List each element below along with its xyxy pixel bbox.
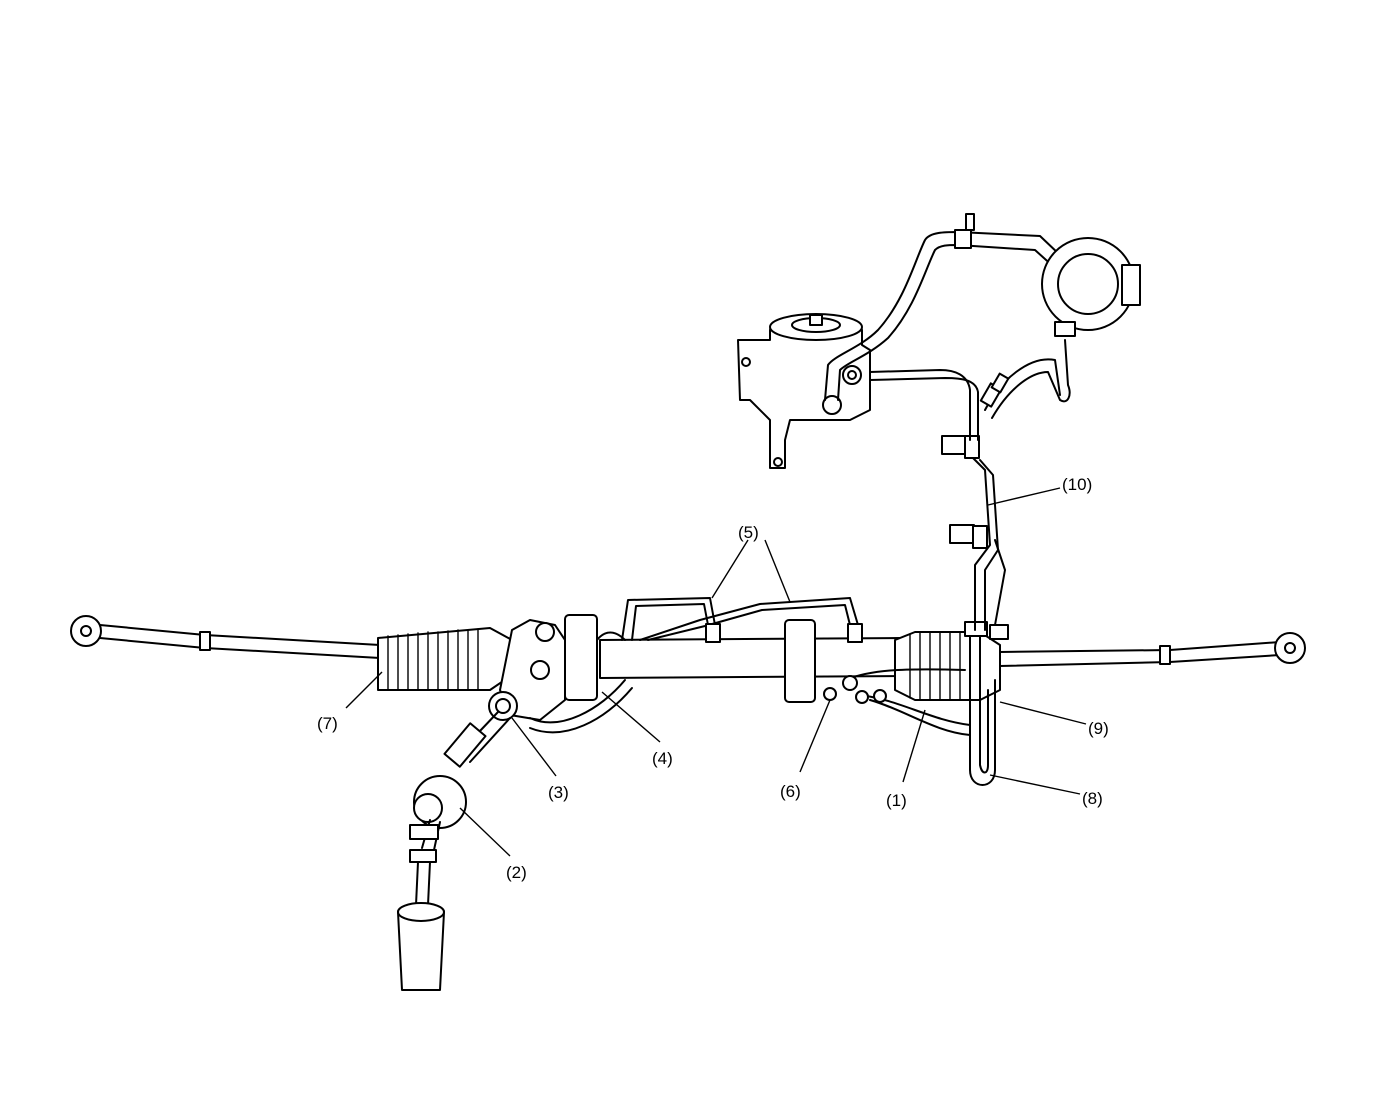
leader-2 — [459, 807, 511, 857]
callout-7: (7) — [317, 714, 338, 733]
leader-7 — [345, 671, 383, 709]
leader-8 — [989, 774, 1081, 795]
rack-pipes — [621, 597, 863, 643]
reservoir-tank — [1041, 237, 1141, 337]
left-tie-rod — [70, 615, 381, 659]
leader-5b — [764, 539, 791, 603]
callout-10: (10) — [1062, 475, 1092, 494]
right-boot — [894, 631, 1001, 701]
leader-4 — [601, 691, 661, 743]
leader-10 — [987, 487, 1061, 506]
leader-3 — [511, 717, 557, 777]
oil-pump — [737, 313, 871, 469]
rack-housing — [564, 614, 901, 703]
callout-9: (9) — [1088, 719, 1109, 738]
valve-housing — [488, 619, 566, 721]
callout-4: (4) — [652, 749, 673, 768]
steering-shaft — [397, 711, 511, 991]
right-tie-rod — [999, 632, 1306, 667]
leader-9 — [999, 701, 1087, 725]
leader-lines — [345, 487, 1087, 857]
suction-hose — [824, 213, 1061, 401]
leader-1 — [902, 709, 926, 783]
callout-8: (8) — [1082, 789, 1103, 808]
leader-5a — [711, 539, 749, 599]
lower-pipe — [529, 679, 633, 734]
callout-1: (1) — [886, 791, 907, 810]
upper-hose — [869, 369, 1006, 631]
pressure-return-pipes — [823, 668, 971, 736]
callout-2: (2) — [506, 863, 527, 882]
leader-6 — [799, 699, 831, 773]
return-hose — [979, 339, 1071, 419]
callout-3: (3) — [548, 783, 569, 802]
callout-5: (5) — [738, 523, 759, 542]
callout-6: (6) — [780, 782, 801, 801]
left-boot — [377, 627, 513, 691]
